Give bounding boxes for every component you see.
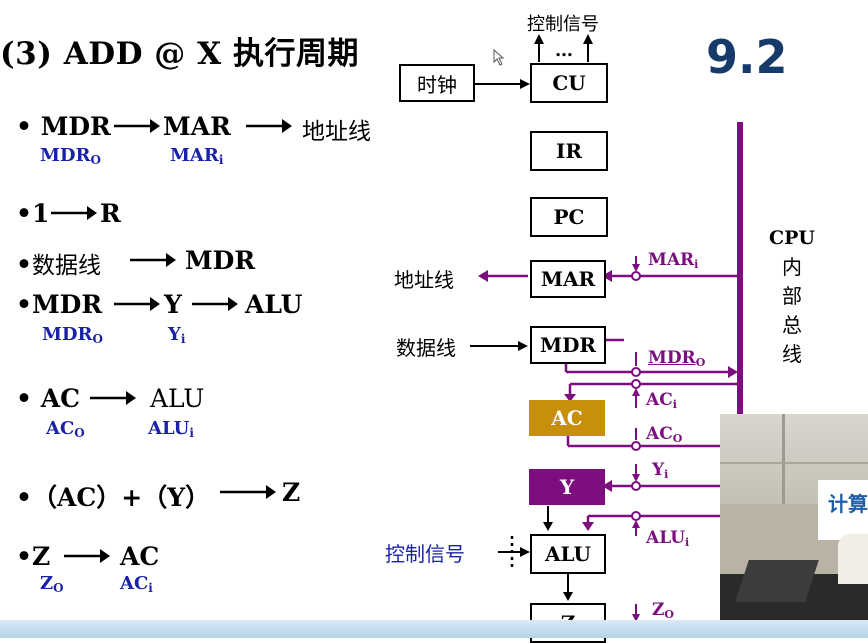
signal-mari: MARi (648, 250, 698, 271)
cpu-bus-label: CPU 内 部 总 线 (768, 224, 816, 369)
alu-control-signal-label: 控制信号 (385, 538, 465, 567)
alu-box: ALU (530, 534, 606, 574)
signal-aco: ACO (646, 424, 682, 445)
top-control-signal-label: 控制信号 (527, 10, 599, 36)
ac-box: AC (529, 400, 605, 436)
video-lecturer (838, 534, 868, 584)
lecturer-video-overlay: 计算 (720, 414, 868, 638)
signal-mdro: MDRO (648, 348, 705, 369)
bottom-wave-decoration (0, 620, 868, 638)
mar-box: MAR (530, 260, 606, 298)
mdr-box: MDR (530, 326, 606, 364)
video-caption: 计算 (828, 488, 868, 517)
signal-alui: ALUi (646, 528, 689, 549)
data-line-label: 数据线 (396, 332, 456, 361)
cu-box: CU (530, 63, 608, 103)
signal-yi: Yi (652, 460, 668, 481)
pc-box: PC (530, 197, 608, 237)
mouse-cursor-icon (494, 50, 503, 65)
signal-zo: ZO (652, 600, 674, 621)
ir-box: IR (530, 131, 608, 171)
y-box: Y (529, 469, 605, 505)
control-dots: … (555, 40, 573, 61)
video-laptop (735, 560, 819, 602)
clock-box: 时钟 (399, 64, 475, 102)
signal-aci: ACi (646, 390, 677, 411)
address-line-label: 地址线 (394, 264, 454, 293)
